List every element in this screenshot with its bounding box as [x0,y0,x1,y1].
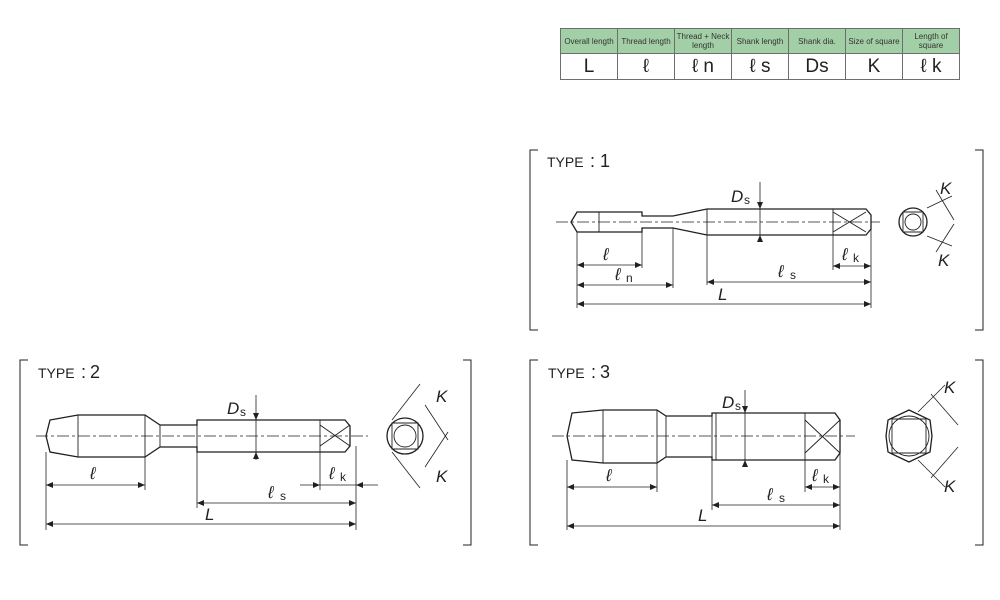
dimension-legend-table: Overall length Thread length Thread + Ne… [560,28,960,80]
dim-square-length: ℓ k [833,245,871,269]
dim-K-top: K [940,179,952,198]
type-title-number: 3 [600,362,610,382]
dim-thread-length: ℓ [46,464,145,488]
bracket-right [975,149,984,331]
legend-symbol: K [845,53,903,80]
dim-shank-length: ℓ s [712,485,840,508]
legend-header: Overall length [560,28,618,54]
dim-ls-sub: s [280,489,286,503]
type-title-colon: : [81,362,86,382]
bracket-left [529,149,538,331]
type-title-number: 2 [90,362,100,382]
dim-Ds: D s [722,390,748,467]
legend-symbol: ℓ n [674,53,732,80]
type-title-number: 1 [600,151,610,171]
legend-header: Thread + Neck length [674,28,732,54]
dim-L: L [205,505,214,524]
dim-shank-length: ℓ s [707,262,871,285]
legend-symbol: Ds [788,53,846,80]
end-view-square: K K [885,378,959,496]
dim-ls-sub: s [779,491,785,505]
legend-symbol: L [560,53,618,80]
dim-Ds-main: D [731,187,743,206]
bracket-left [529,359,538,546]
dim-L: L [718,285,727,304]
dim-ln-sub: n [626,271,633,285]
dim-Ds-sub: s [744,193,750,207]
dim-ls-main: ℓ [267,483,274,502]
dim-thread-length: ℓ [567,466,657,490]
type-2-panel: TYPE : 2 K K D s [19,359,472,546]
dim-K-top: K [944,378,956,397]
dim-overall-length: L [567,506,840,529]
dim-l: ℓ [89,464,96,483]
dim-thread-neck-length: ℓ n [577,265,673,288]
type-title-colon: : [590,151,595,171]
dim-L: L [698,506,707,525]
bracket-right [975,359,984,546]
dim-l: ℓ [602,245,609,264]
end-view-square: K K [386,383,449,489]
dim-ls-main: ℓ [777,262,784,281]
dim-Ds-sub: s [240,405,246,419]
bracket-right [463,359,472,546]
dim-Ds-main: D [227,399,239,418]
tap-outline [566,409,841,464]
dim-lk-sub: k [823,472,830,486]
legend-header: Length of square [902,28,960,54]
legend-symbol-row: L ℓ ℓ n ℓ s Ds K ℓ k [560,53,960,80]
end-view-square: K K [898,179,955,270]
dim-thread-length: ℓ [577,245,642,268]
dim-lk-sub: k [340,470,347,484]
legend-header: Shank dia. [788,28,846,54]
tap-body [566,409,841,464]
dim-Ds-sub: s [735,399,741,413]
dim-square-length: ℓ k [300,464,378,488]
dim-lk-main: ℓ [811,466,818,485]
legend-symbol: ℓ s [731,53,789,80]
dim-K-bottom: K [944,477,956,496]
dim-square-length: ℓ k [805,466,840,490]
type-title-colon: : [591,362,596,382]
dim-Ds-main: D [722,393,734,412]
legend-header-row: Overall length Thread length Thread + Ne… [560,28,960,54]
dim-overall-length: L [577,285,871,307]
legend-header: Shank length [731,28,789,54]
dim-overall-length: L [46,505,356,527]
dim-K-top: K [436,387,448,406]
dim-lk-sub: k [853,251,860,265]
dim-lk-main: ℓ [841,245,848,264]
dim-K-bottom: K [938,251,950,270]
type-1-panel: TYPE : 1 K K D [529,149,984,331]
dim-lk-main: ℓ [328,464,335,483]
type-title-prefix: TYPE [547,154,584,170]
dim-Ds: D s [227,395,259,460]
bracket-left [19,359,28,546]
type-title-prefix: TYPE [548,365,585,381]
dim-ls-sub: s [790,268,796,282]
dim-ls-main: ℓ [766,485,773,504]
dim-shank-length: ℓ s [197,483,356,506]
type-3-panel: TYPE : 3 K K D [529,359,984,546]
legend-header: Size of square [845,28,903,54]
legend-symbol: ℓ k [902,53,960,80]
legend-symbol: ℓ [617,53,675,80]
dim-Ds: D s [731,182,763,242]
type-title-prefix: TYPE [38,365,75,381]
dim-ln-main: ℓ [614,265,621,284]
dim-K-bottom: K [436,467,448,486]
dim-l: ℓ [605,466,612,485]
